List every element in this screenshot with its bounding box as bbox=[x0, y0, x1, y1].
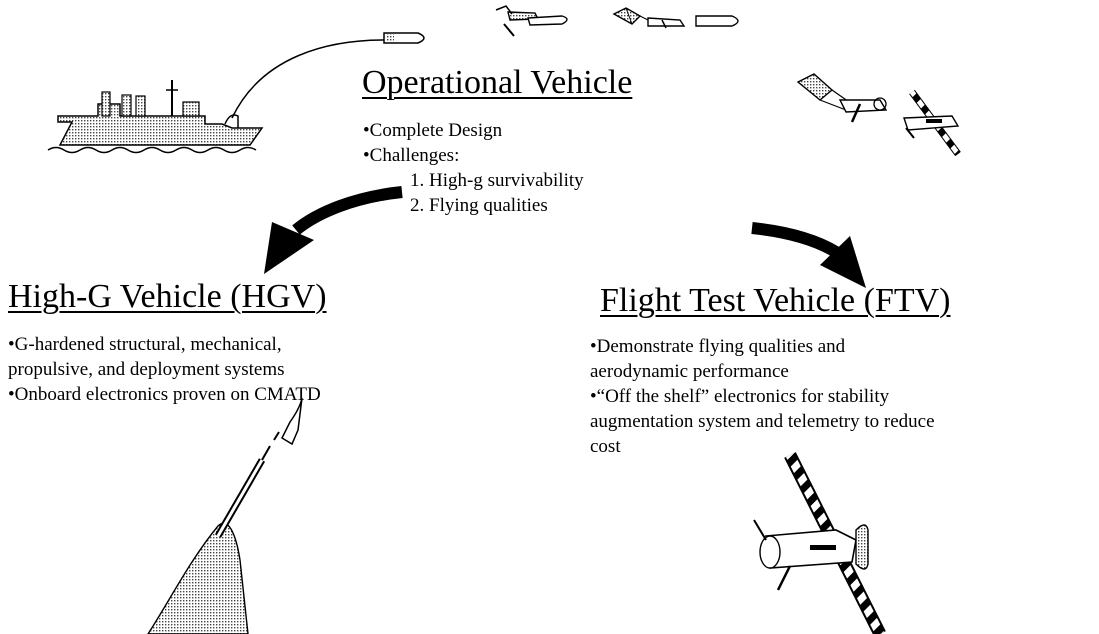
gun-launch-icon bbox=[147, 397, 303, 634]
operational-vehicle-details: Complete Design Challenges: 1. High-g su… bbox=[363, 118, 584, 218]
ftv-bullet-continuation: aerodynamic performance bbox=[590, 361, 789, 382]
operational-bullet: Complete Design bbox=[363, 118, 584, 143]
ftv-bullet: “Off the shelf” electronics for stabilit… bbox=[590, 384, 935, 409]
right-arrow-icon bbox=[751, 222, 866, 288]
flying-vehicle-icon bbox=[903, 89, 961, 157]
parachute-vehicle-icon bbox=[612, 7, 739, 29]
hgv-bullet: G-hardened structural, mechanical, bbox=[8, 332, 321, 357]
trajectory-line bbox=[231, 39, 385, 119]
ftv-details: Demonstrate flying qualities and aerodyn… bbox=[590, 334, 935, 459]
left-arrow-icon bbox=[264, 186, 403, 274]
parachute-descent-icon bbox=[796, 73, 888, 123]
ship-icon bbox=[47, 80, 264, 154]
challenge-item: 2. Flying qualities bbox=[410, 195, 548, 216]
hgv-details: G-hardened structural, mechanical, propu… bbox=[8, 332, 321, 407]
ftv-bullet: Demonstrate flying qualities and bbox=[590, 334, 935, 359]
challenge-item: 1. High-g survivability bbox=[410, 170, 584, 191]
flight-test-vehicle-icon bbox=[753, 452, 886, 634]
projectile-icon bbox=[383, 32, 425, 44]
operational-bullet: Challenges: bbox=[363, 143, 584, 168]
ftv-title: Flight Test Vehicle (FTV) bbox=[600, 282, 951, 319]
ftv-bullet-continuation: augmentation system and telemetry to red… bbox=[590, 411, 935, 432]
deploying-vehicle-icon bbox=[495, 5, 568, 37]
hgv-bullet: Onboard electronics proven on CMATD bbox=[8, 382, 321, 407]
hgv-bullet-continuation: propulsive, and deployment systems bbox=[8, 359, 285, 380]
hgv-title: High-G Vehicle (HGV) bbox=[8, 278, 327, 315]
operational-vehicle-title: Operational Vehicle bbox=[362, 64, 633, 101]
ftv-bullet-continuation: cost bbox=[590, 436, 621, 457]
